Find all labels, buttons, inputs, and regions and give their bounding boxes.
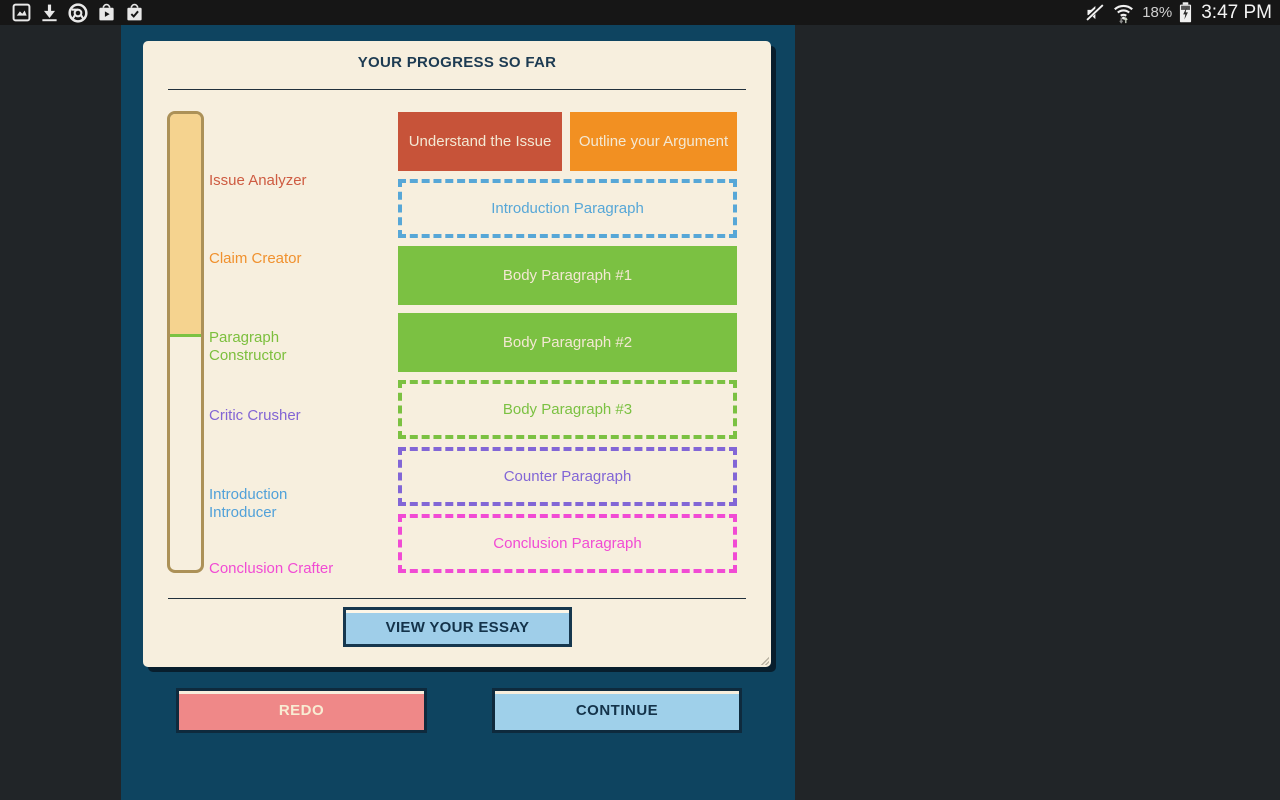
- milestone-claim-creator: Claim Creator: [209, 250, 302, 267]
- milestone-issue-analyzer: Issue Analyzer: [209, 172, 307, 189]
- step-counter-paragraph: Counter Paragraph: [398, 447, 737, 506]
- divider-bottom: [168, 598, 746, 599]
- battery-charging-icon: [1179, 2, 1192, 23]
- milestone-introduction-introducer: Introduction Introducer: [209, 486, 288, 521]
- app-panel: YOUR PROGRESS SO FAR Issue Analyzer Clai…: [121, 25, 795, 800]
- step-body-paragraph-1: Body Paragraph #1: [398, 246, 737, 305]
- step-body-paragraph-2: Body Paragraph #2: [398, 313, 737, 372]
- step-introduction-paragraph: Introduction Paragraph: [398, 179, 737, 238]
- download-icon: [40, 3, 59, 22]
- mute-icon: [1084, 2, 1105, 23]
- page-title: YOUR PROGRESS SO FAR: [357, 54, 557, 71]
- play-store-icon: [97, 3, 116, 22]
- continue-button[interactable]: CONTINUE: [492, 688, 742, 733]
- essay-steps: Understand the Issue Outline your Argume…: [398, 112, 737, 573]
- battery-percent: 18%: [1142, 4, 1173, 21]
- clock: 3:47 PM: [1201, 1, 1272, 23]
- step-conclusion-paragraph: Conclusion Paragraph: [398, 514, 737, 573]
- divider-top: [168, 89, 746, 90]
- resize-grip: [761, 657, 769, 665]
- system-status-icons: 18% 3:47 PM: [1084, 2, 1274, 24]
- progress-bar: [167, 111, 204, 573]
- view-your-essay-button[interactable]: VIEW YOUR ESSAY: [343, 607, 572, 647]
- milestone-critic-crusher: Critic Crusher: [209, 407, 301, 424]
- status-bar: 18% 3:47 PM: [0, 0, 1280, 25]
- notification-icons: [6, 2, 144, 23]
- redo-button[interactable]: REDO: [176, 688, 427, 733]
- step-understand-the-issue: Understand the Issue: [398, 112, 562, 171]
- step-outline-your-argument: Outline your Argument: [570, 112, 737, 171]
- step-body-paragraph-3: Body Paragraph #3: [398, 380, 737, 439]
- milestone-conclusion-crafter: Conclusion Crafter: [209, 560, 334, 577]
- bag-check-icon: [125, 3, 144, 22]
- wifi-icon: [1112, 2, 1135, 24]
- step-row-top: Understand the Issue Outline your Argume…: [398, 112, 737, 171]
- chrome-icon: [68, 2, 88, 23]
- gallery-icon: [12, 3, 31, 22]
- milestone-paragraph-constructor: Paragraph Constructor: [209, 329, 287, 364]
- progress-bar-fill: [170, 114, 201, 337]
- progress-card: YOUR PROGRESS SO FAR Issue Analyzer Clai…: [143, 41, 771, 667]
